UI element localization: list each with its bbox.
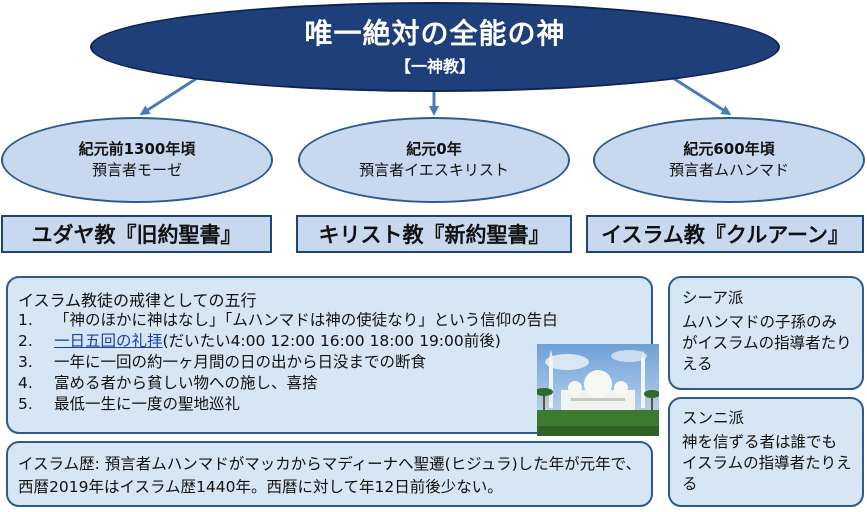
list-item: 1. 「神のほかに神はなし」「ムハンマドは神の使徒なり」という信仰の告白 [18,310,558,331]
list-text: (だいたい4:00 12:00 16:00 18:00 19:00前後) [162,332,501,350]
era-period: 紀元600年頃 [683,140,775,158]
list-text: 「神のほかに神はなし」「ムハンマドは神の使徒なり」という信仰の告白 [54,311,558,329]
list-item: 5. 最低一生に一度の聖地巡礼 [18,394,558,415]
prayer-link[interactable]: 一日五回の礼拝 [54,332,163,350]
shia-description: ムハンマドの子孫のみがイスラムの指導者たりえる [682,313,852,373]
list-item: 2. 一日五回の礼拝 (だいたい4:00 12:00 16:00 18:00 1… [18,331,558,352]
pillars-title: イスラム教徒の戒律としての五行 [18,291,257,310]
calendar-panel [6,441,653,507]
era-oval-jesus: 紀元0年 預言者イエスキリスト [298,117,570,203]
list-text: 富める者から貧しい物への施し、喜捨 [54,374,318,392]
list-item: 3. 一年に一回の約一ヶ月間の日の出から日没までの断食 [18,352,558,373]
era-period: 紀元0年 [406,140,462,158]
mosque-image [537,344,659,436]
main-subtitle: 【一神教】 [394,57,475,76]
list-number: 1. [18,311,33,329]
calendar-text: イスラム歴: 預言者ムハンマドがマッカからマディーナへ聖遷(ヒジュラ)した年が元… [18,455,642,496]
monotheism-ellipse [90,2,780,92]
list-number: 4. [18,374,33,392]
main-title: 唯一絶対の全能の神 [304,17,566,50]
pillars-list: 1. 「神のほかに神はなし」「ムハンマドは神の使徒なり」という信仰の告白 2. … [18,310,558,415]
shia-panel [668,276,864,390]
arrow-left [139,71,206,116]
era-prophet: 預言者モーゼ [91,161,182,179]
list-number: 3. [18,353,33,371]
sunni-title: スンニ派 [682,409,745,427]
list-number: 5. [18,395,33,413]
religion-islam: イスラム教『クルアーン』 [586,215,864,253]
list-number: 2. [18,332,33,350]
era-period: 紀元前1300年頃 [78,140,196,158]
era-prophet: 預言者イエスキリスト [359,161,509,179]
religion-judaism: ユダヤ教『旧約聖書』 [1,215,272,253]
list-text: 一年に一回の約一ヶ月間の日の出から日没までの断食 [54,353,427,371]
era-oval-moses: 紀元前1300年頃 預言者モーゼ [1,117,273,203]
list-text: 最低一生に一度の聖地巡礼 [54,395,241,413]
era-prophet: 預言者ムハンマド [668,161,789,179]
religion-christianity: キリスト教『新約聖書』 [296,215,572,253]
shia-title: シーア派 [682,289,744,307]
sunni-panel [668,397,864,507]
arrow-right [664,71,732,116]
sunni-description: 神を信ずる者は誰でもイスラムの指導者たりえる [682,433,852,493]
list-item: 4. 富める者から貧しい物への施し、喜捨 [18,373,558,394]
era-oval-muhammad: 紀元600年頃 預言者ムハンマド [593,117,865,203]
